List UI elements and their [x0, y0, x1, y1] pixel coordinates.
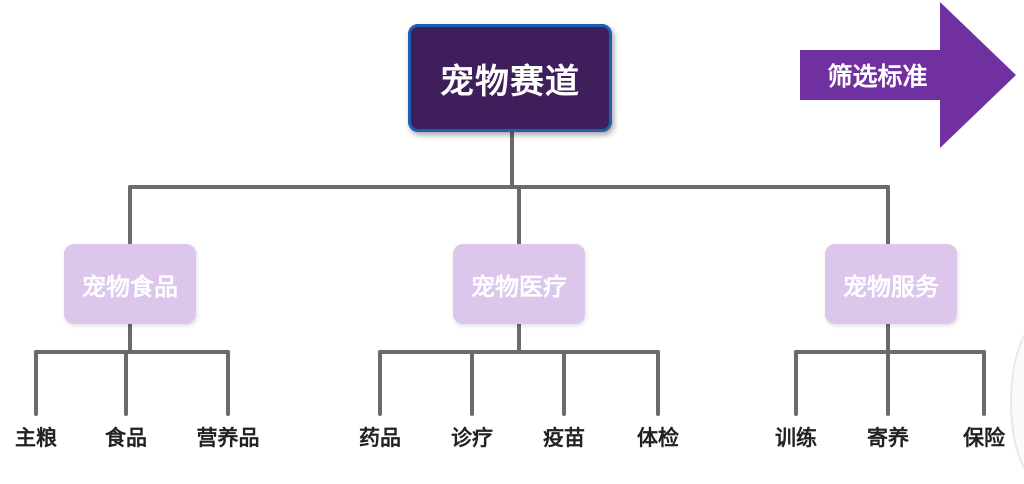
root-node-pet-track: 宠物赛道	[408, 24, 612, 132]
leaf-node-staple-food: 主粮	[15, 426, 57, 450]
leaf-node-diagnosis: 诊疗	[451, 426, 493, 450]
leaf-node-medicine: 药品	[359, 426, 401, 450]
leaf-node-checkup: 体检	[637, 426, 679, 450]
filter-criteria-label: 筛选标准	[827, 62, 928, 91]
leaf-node-training: 训练	[775, 426, 817, 450]
right-arrow-shape	[800, 2, 1016, 148]
leaf-node-food: 食品	[105, 426, 147, 450]
leaf-node-insurance: 保险	[963, 426, 1005, 450]
category-node-pet-service: 宠物服务	[825, 244, 957, 324]
leaf-node-boarding: 寄养	[867, 426, 909, 450]
category-node-pet-medical: 宠物医疗	[453, 244, 585, 324]
category-node-pet-food: 宠物食品	[64, 244, 196, 324]
leaf-node-nutrition: 营养品	[196, 426, 260, 450]
leaf-node-vaccine: 疫苗	[543, 426, 585, 450]
connector-lines	[34, 130, 986, 416]
